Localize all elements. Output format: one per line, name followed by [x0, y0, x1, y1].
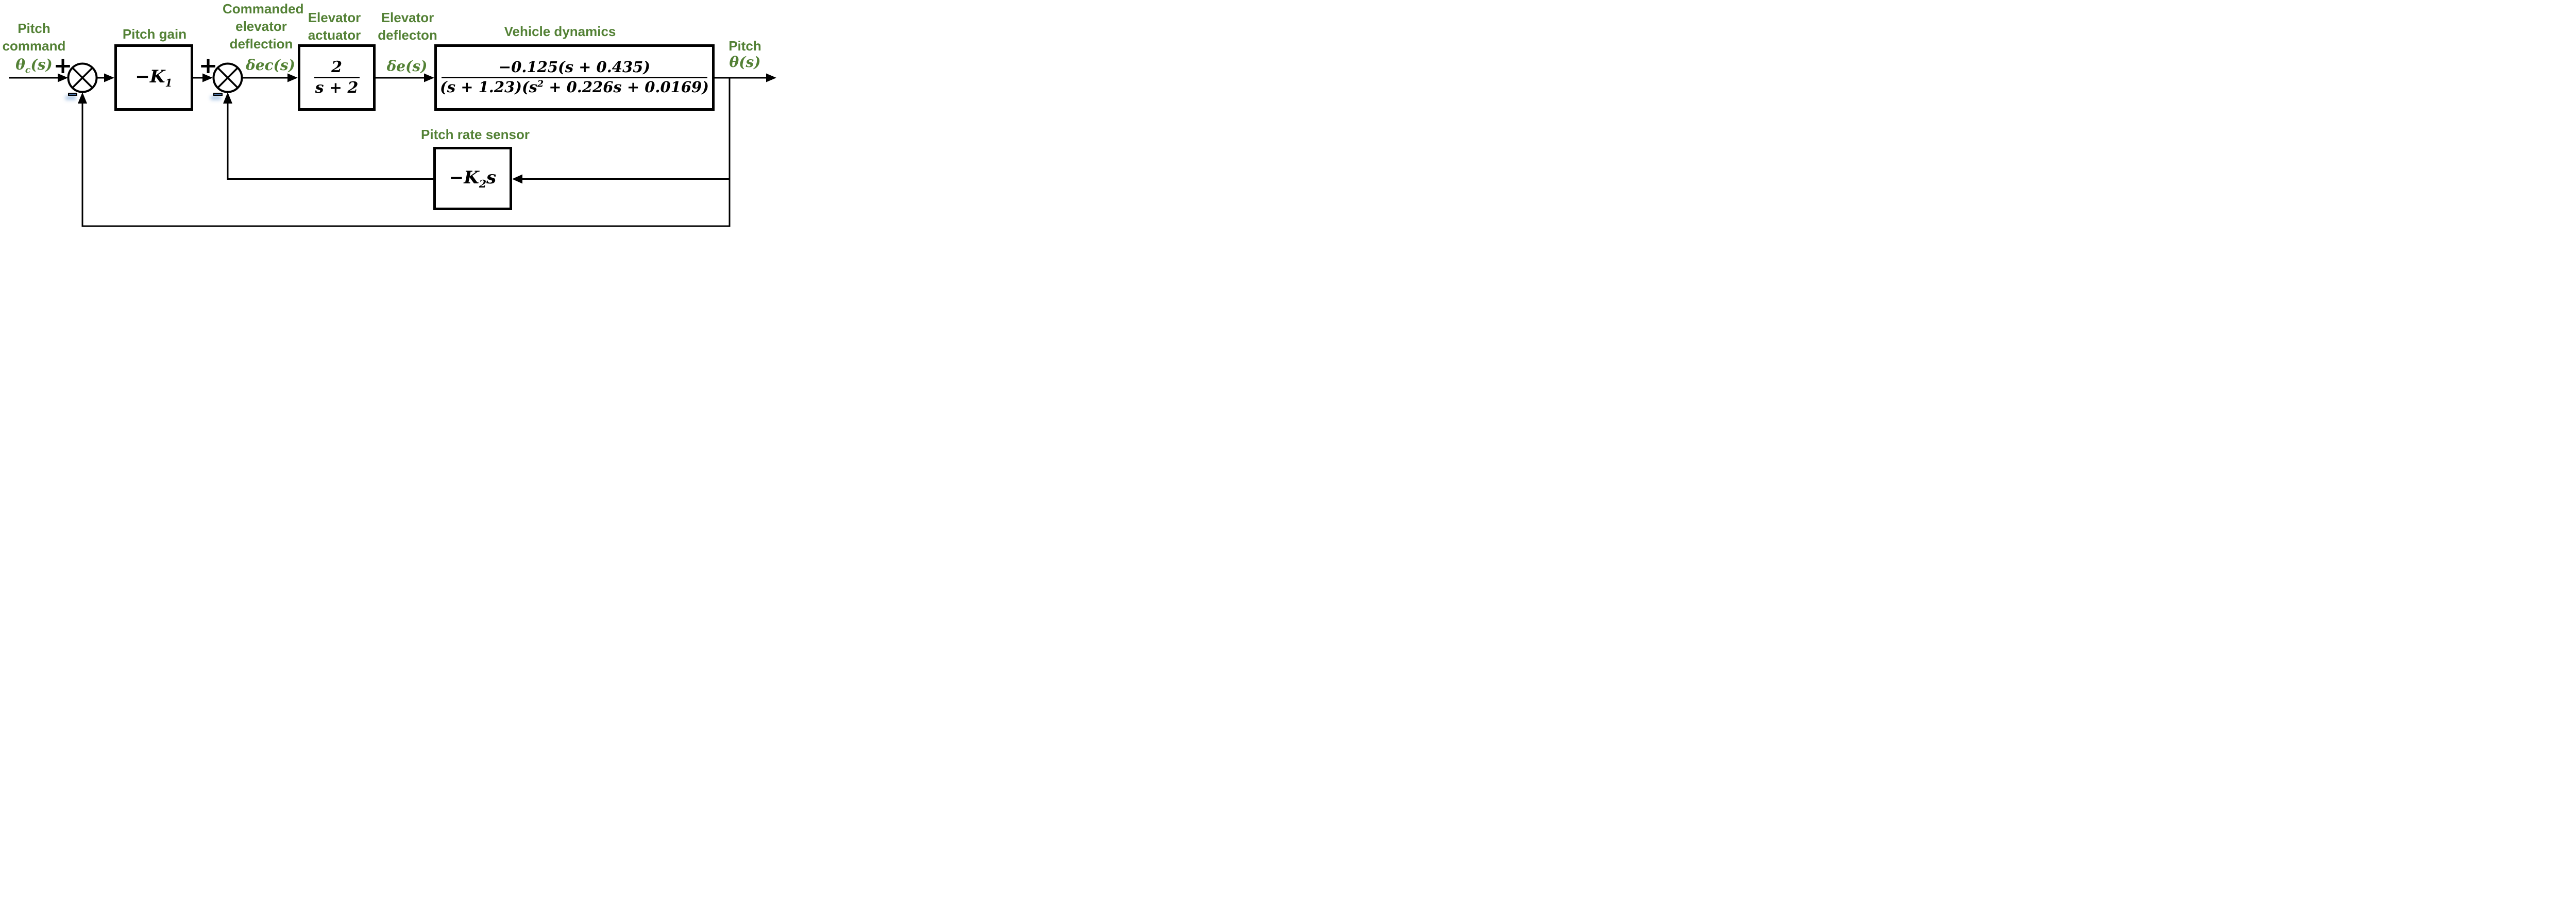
arrowhead-into-sum1	[58, 73, 68, 82]
pitch-rate-sensor-block: −K2s	[433, 147, 512, 210]
arrowhead-up-into-sum2	[223, 92, 232, 104]
summing-junction-1	[67, 62, 98, 93]
outer-feedback-line	[81, 78, 731, 227]
arrowhead-into-vehicle	[424, 73, 434, 82]
actuator-transfer-function: 2 s + 2	[314, 59, 360, 96]
pitch-gain-block: −K1	[114, 44, 193, 111]
pitch-gain-value: −K1	[135, 66, 173, 89]
elevator-actuator-block: 2 s + 2	[298, 44, 376, 111]
sum1-plus-sign: +	[53, 53, 73, 79]
arrowhead-into-actuator	[287, 73, 298, 82]
arrowhead-output	[766, 73, 776, 82]
sum2-minus-sign-icon	[213, 93, 223, 96]
fraction-bar	[314, 77, 360, 78]
elevator-deflection-signal: δe(s)	[386, 58, 428, 75]
arrowhead-into-sensor	[512, 174, 522, 184]
vehicle-dynamics-title: Vehicle dynamics	[504, 24, 616, 39]
pitch-command-label: Pitch command	[1, 20, 67, 55]
arrowhead-into-gain	[104, 73, 114, 82]
sensor-feedback-line	[227, 103, 433, 180]
pitch-control-block-diagram: + + Pitch command θc(s) Pitch gain Comma…	[0, 0, 779, 230]
vehicle-transfer-function: −0.125(s + 0.435) (s + 1.23)(s2 + 0.226s…	[440, 58, 709, 96]
sum1-minus-sign-icon	[68, 93, 77, 96]
commanded-elevator-label: Commanded elevator deflection	[223, 1, 304, 52]
arrowhead-into-sum2	[202, 73, 213, 82]
pitch-command-symbol: θc(s)	[15, 56, 53, 76]
commanded-elevator-signal: δec(s)	[246, 57, 295, 74]
sensor-transfer-function: −K2s	[449, 167, 497, 190]
arrowhead-up-into-sum1	[78, 92, 87, 104]
pitch-command-line2: command	[2, 38, 66, 54]
fraction-bar	[441, 77, 707, 78]
pitch-rate-sensor-title: Pitch rate sensor	[421, 127, 530, 142]
elevator-deflection-title: Elevator deflecton	[378, 10, 437, 43]
elevator-actuator-title: Elevator actuator	[308, 10, 361, 43]
summing-junction-2	[212, 62, 243, 93]
pitch-output-symbol: θ(s)	[729, 54, 761, 71]
sum2-plus-sign: +	[198, 53, 218, 79]
vehicle-dynamics-block: −0.125(s + 0.435) (s + 1.23)(s2 + 0.226s…	[434, 44, 715, 111]
pitch-gain-title: Pitch gain	[122, 26, 187, 42]
pitch-output-label: Pitch θ(s)	[717, 37, 773, 70]
pitch-command-line1: Pitch	[18, 21, 50, 36]
wiring-layer	[9, 62, 776, 227]
